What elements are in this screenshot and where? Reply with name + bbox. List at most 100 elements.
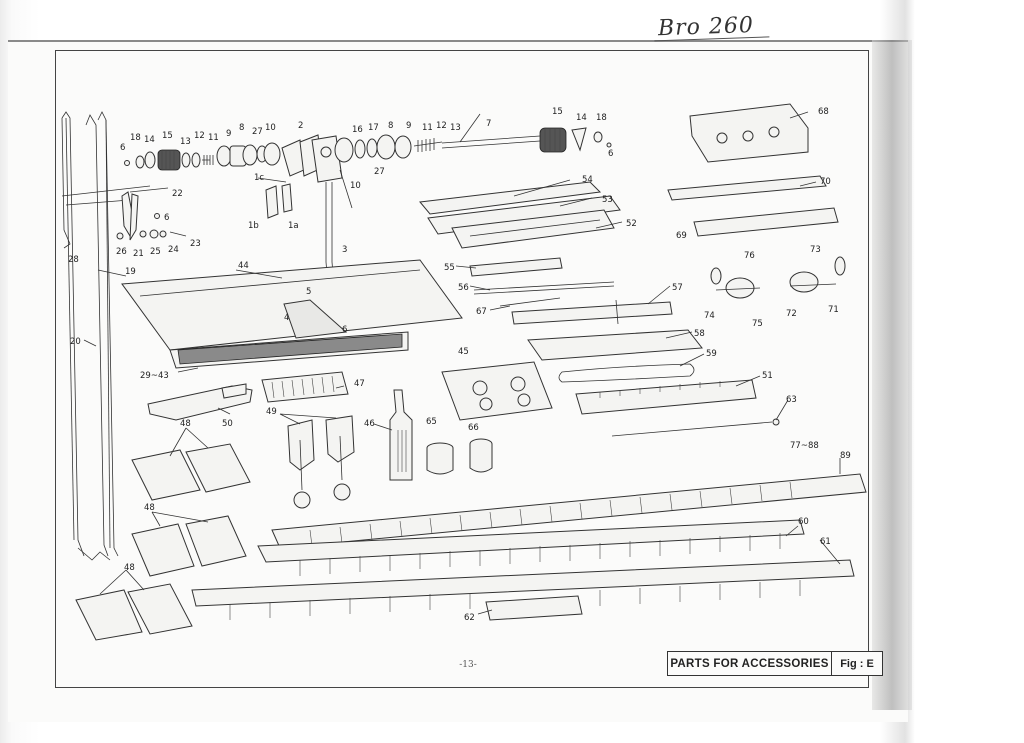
callout-16: 16 — [352, 125, 363, 135]
callout-58: 58 — [694, 329, 705, 339]
callout-1b: 1b — [248, 221, 259, 231]
tools-55-56-67 — [469, 257, 615, 307]
callout-12-right: 12 — [436, 121, 447, 131]
tension-wire-22 — [61, 185, 187, 241]
part-50 — [147, 383, 253, 421]
callout-3: 3 — [342, 245, 347, 255]
callout-54: 54 — [582, 175, 593, 185]
callout-12-left: 12 — [194, 131, 205, 141]
callout-59: 59 — [706, 349, 717, 359]
small-comb-62 — [485, 595, 583, 621]
rod-63 — [611, 418, 780, 437]
cast-on-weights-48a — [131, 443, 251, 501]
tension-shaft-assembly-right — [334, 127, 612, 163]
rails-69-70 — [667, 175, 839, 237]
callout-19: 19 — [125, 267, 136, 277]
callout-25: 25 — [150, 247, 161, 257]
callout-labels: 28 20 19 22 26 21 25 24 23 6 6 6 6 18 14… — [68, 107, 851, 623]
callout-18-right: 18 — [596, 113, 607, 123]
callout-74: 74 — [704, 311, 715, 321]
callout-53: 53 — [602, 195, 613, 205]
callout-11-left: 11 — [208, 133, 219, 143]
callout-77-88: 77~88 — [790, 441, 819, 451]
rod-assembly-left — [61, 111, 119, 561]
part-set-45 — [441, 361, 553, 421]
callout-49: 49 — [266, 407, 277, 417]
callout-8-right: 8 — [388, 121, 393, 131]
callout-24: 24 — [168, 245, 179, 255]
callout-6-shaft: 6 — [120, 143, 125, 153]
callout-5: 5 — [306, 287, 311, 297]
callout-27-left: 27 — [252, 127, 263, 137]
callout-6-right: 6 — [608, 149, 613, 159]
cast-on-weights-48c — [75, 583, 193, 641]
callout-8-left: 8 — [239, 123, 244, 133]
callout-13-left: 13 — [180, 137, 191, 147]
callout-48-bottom: 48 — [124, 563, 135, 573]
callout-71: 71 — [828, 305, 839, 315]
callout-9-left: 9 — [226, 129, 231, 139]
table-clamps-49 — [287, 415, 355, 509]
callout-27-right: 27 — [374, 167, 385, 177]
callout-66: 66 — [468, 423, 479, 433]
cast-on-comb-60 — [257, 519, 805, 576]
callout-57: 57 — [672, 283, 683, 293]
callout-11-right: 11 — [422, 123, 433, 133]
callout-76: 76 — [744, 251, 755, 261]
cast-on-weights-48b — [131, 515, 247, 577]
callout-22: 22 — [172, 189, 183, 199]
part-66 — [469, 438, 493, 473]
oil-can-46 — [389, 389, 413, 481]
callout-1a: 1a — [288, 221, 299, 231]
figure-caption-label: Fig : E — [840, 657, 874, 670]
callout-26: 26 — [116, 247, 127, 257]
callout-28: 28 — [68, 255, 79, 265]
callout-17: 17 — [368, 123, 379, 133]
callout-70: 70 — [820, 177, 831, 187]
callout-65: 65 — [426, 417, 437, 427]
callout-47: 47 — [354, 379, 365, 389]
callout-14-left: 14 — [144, 135, 155, 145]
plates-52-54 — [419, 181, 621, 249]
callout-68: 68 — [818, 107, 829, 117]
callout-2: 2 — [298, 121, 303, 131]
callout-52: 52 — [626, 219, 637, 229]
callout-29-43: 29~43 — [140, 371, 169, 381]
callout-10-right: 10 — [350, 181, 361, 191]
callout-4: 4 — [284, 313, 289, 323]
callout-21: 21 — [133, 249, 144, 259]
callout-48-middle: 48 — [144, 503, 155, 513]
callout-15-left: 15 — [162, 131, 173, 141]
callout-89: 89 — [840, 451, 851, 461]
callout-13-right: 13 — [450, 123, 461, 133]
callout-61: 61 — [820, 537, 831, 547]
cord-59 — [558, 363, 695, 383]
callout-7: 7 — [486, 119, 491, 129]
callout-48-top: 48 — [180, 419, 191, 429]
callout-15-right: 15 — [552, 107, 563, 117]
control-box-68 — [689, 103, 809, 163]
callout-44: 44 — [238, 261, 249, 271]
callout-46: 46 — [364, 419, 375, 429]
yarn-mast-assembly — [257, 134, 353, 311]
callout-6-mast: 6 — [342, 325, 347, 335]
leader-lines — [83, 111, 841, 615]
callout-50: 50 — [222, 419, 233, 429]
callout-62: 62 — [464, 613, 475, 623]
punch-card-plate-29-43 — [169, 299, 409, 369]
callout-18-left: 18 — [130, 133, 141, 143]
callout-20: 20 — [70, 337, 81, 347]
page-number: -13- — [459, 660, 477, 670]
parts-57-58 — [511, 299, 703, 361]
callout-69: 69 — [676, 231, 687, 241]
cast-on-comb-61 — [191, 559, 855, 620]
callout-75: 75 — [752, 319, 763, 329]
callout-45: 45 — [458, 347, 469, 357]
callout-23: 23 — [190, 239, 201, 249]
callout-73: 73 — [810, 245, 821, 255]
callout-9-right: 9 — [406, 121, 411, 131]
tension-shaft-assembly-left — [124, 142, 281, 171]
brush-47 — [261, 371, 349, 403]
callout-60: 60 — [798, 517, 809, 527]
